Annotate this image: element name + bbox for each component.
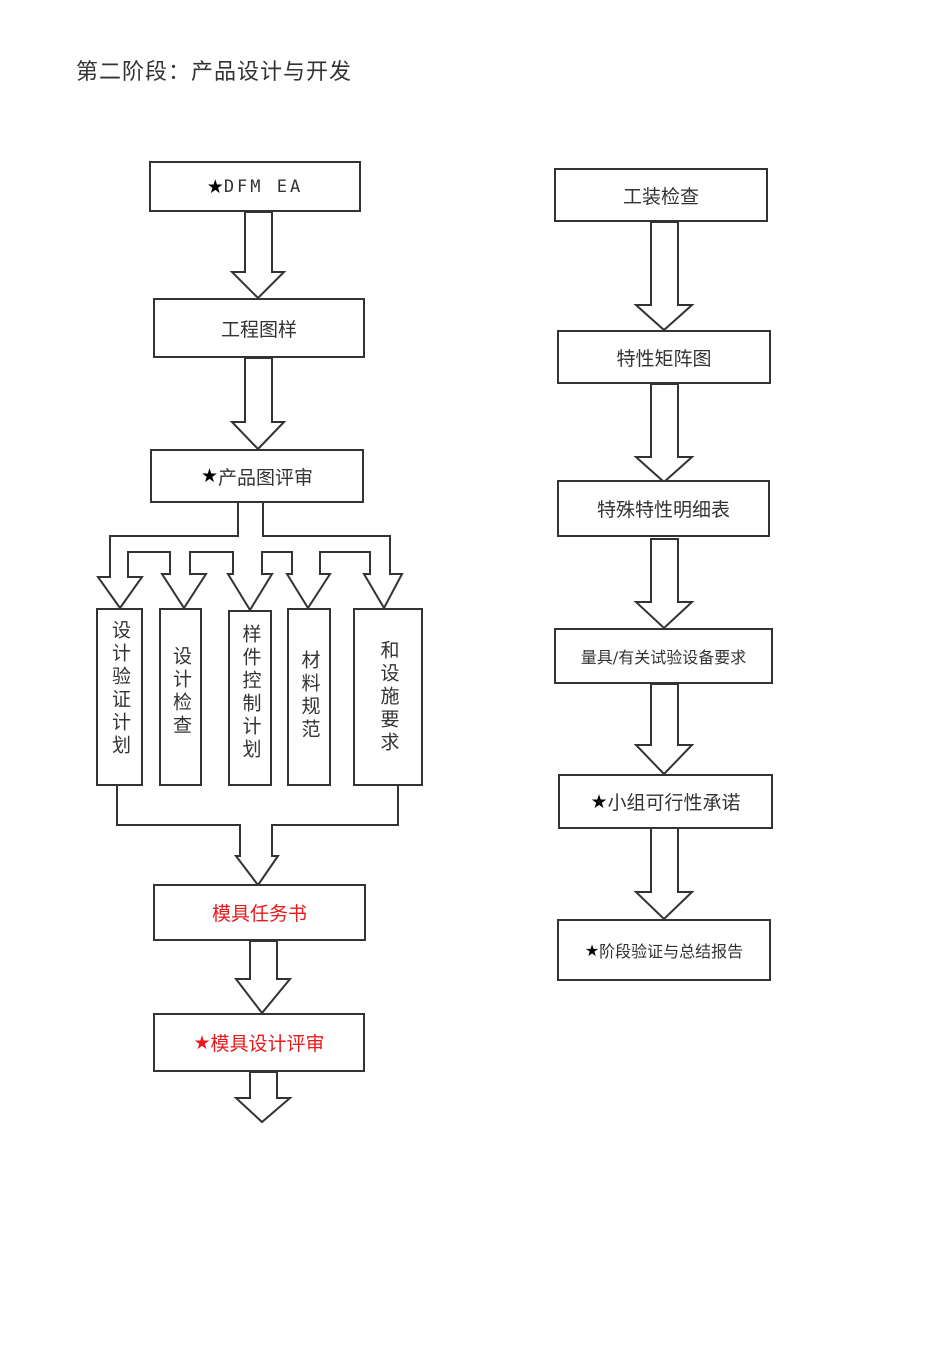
mold-task-book-box: 模具任务书 — [153, 884, 366, 941]
right-box-feasibility-commitment: ★小组可行性承诺 — [558, 774, 773, 829]
branch-box-sample-control-plan: 样件控制计划 — [228, 610, 272, 786]
engineering-drawing-label: 工程图样 — [220, 318, 297, 341]
arrow-r3 — [633, 538, 695, 630]
star-icon: ★ — [584, 940, 600, 960]
right-box-stage-report: ★阶段验证与总结报告 — [557, 919, 771, 981]
star-icon: ★ — [200, 465, 219, 487]
branch-outer-connector — [96, 502, 404, 612]
branch-box-facility-requirements: 和设施要求 — [353, 608, 423, 786]
branch-label: 样件控制计划 — [239, 624, 262, 762]
right-box-label: 工装检查 — [622, 185, 699, 208]
star-icon: ★ — [206, 175, 224, 198]
right-box-special-characteristics: 特殊特性明细表 — [557, 480, 770, 537]
branch-label: 材料规范 — [298, 650, 321, 742]
arrow-r2 — [633, 383, 695, 484]
engineering-drawing-box: 工程图样 — [153, 298, 365, 358]
dfmea-box: ★DFM EA — [149, 161, 361, 212]
merge-arrow — [116, 785, 399, 887]
mold-design-review-label: 模具设计评审 — [210, 1033, 325, 1055]
branch-box-design-verification-plan: 设计验证计划 — [96, 608, 143, 786]
branch-box-material-spec: 材料规范 — [287, 608, 331, 786]
branch-label: 设计检查 — [170, 646, 192, 738]
right-box-label: 特性矩阵图 — [616, 347, 712, 370]
arrow-task-to-review — [233, 940, 293, 1015]
right-box-label: 量具/有关试验设备要求 — [580, 648, 747, 667]
arrow-drawing-to-review — [229, 357, 287, 451]
mold-task-book-label: 模具任务书 — [211, 903, 307, 925]
arrow-r4 — [633, 683, 695, 776]
arrow-r1 — [633, 221, 695, 332]
page-title: 第二阶段：产品设计与开发 — [76, 60, 353, 85]
right-box-label: 特殊特性明细表 — [596, 499, 730, 521]
star-icon: ★ — [193, 1031, 211, 1054]
right-box-tooling-check: 工装检查 — [554, 168, 768, 222]
branch-label: 和设施要求 — [377, 640, 400, 755]
mold-design-review-box: ★模具设计评审 — [153, 1013, 365, 1072]
branch-box-design-check: 设计检查 — [159, 608, 202, 786]
product-drawing-review-label: 产品图评审 — [218, 466, 314, 489]
branch-label: 设计验证计划 — [109, 620, 131, 758]
arrow-dfmea-to-drawing — [229, 211, 287, 300]
dfmea-label: DFM EA — [223, 176, 304, 197]
right-box-characteristic-matrix: 特性矩阵图 — [557, 330, 771, 384]
product-drawing-review-box: ★产品图评审 — [150, 449, 364, 503]
right-box-gauge-requirements: 量具/有关试验设备要求 — [554, 628, 773, 684]
arrow-r5 — [633, 827, 695, 921]
arrow-after-mold-review — [233, 1071, 293, 1124]
right-box-label: 小组可行性承诺 — [607, 792, 741, 814]
star-icon: ★ — [590, 790, 608, 813]
right-box-label: 阶段验证与总结报告 — [599, 942, 744, 961]
